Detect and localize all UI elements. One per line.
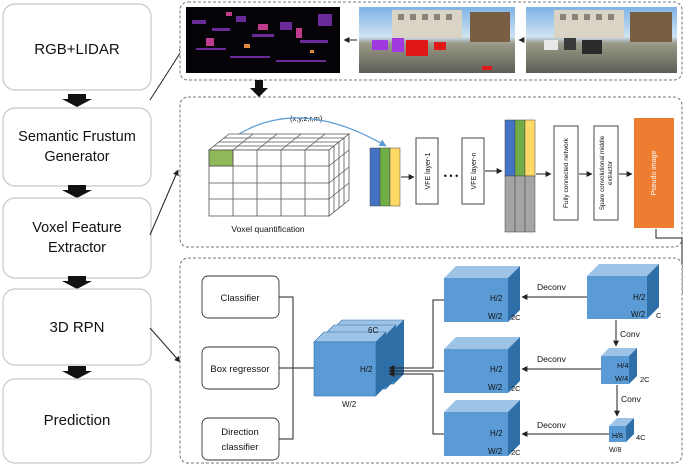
pseudo-image: Pseudo image xyxy=(634,118,674,228)
fully-connected-network: Fully connected network xyxy=(553,125,579,221)
svg-text:Direction: Direction xyxy=(221,427,259,438)
svg-text:W/2: W/2 xyxy=(631,310,646,319)
step-3-label-line1: Voxel Feature xyxy=(32,220,121,236)
svg-text:H/2: H/2 xyxy=(490,429,503,438)
lidar-pointcloud-image xyxy=(186,7,340,73)
svg-text:H/8: H/8 xyxy=(612,433,623,440)
svg-text:extractor: extractor xyxy=(607,161,614,185)
down-arrow-icon xyxy=(62,366,92,379)
svg-text:Spare convolutional middle: Spare convolutional middle xyxy=(599,135,606,210)
svg-text:H/2: H/2 xyxy=(490,365,503,374)
connector-arrow xyxy=(149,46,185,101)
voxel-grid xyxy=(207,133,351,217)
svg-text:Classifier: Classifier xyxy=(220,293,259,304)
svg-text:2C: 2C xyxy=(511,448,521,457)
step-2-label-line1: Semantic Frustum xyxy=(18,129,136,145)
flow-arrow xyxy=(388,371,444,435)
deconv-label-3: Deconv xyxy=(537,420,567,430)
deconv-label-2: Deconv xyxy=(537,354,567,364)
svg-text:6C: 6C xyxy=(368,326,378,335)
rgb-camera-image xyxy=(526,7,677,73)
conv-label-1: Conv xyxy=(620,329,641,339)
pipeline-step-1: RGB+LIDAR xyxy=(2,3,152,91)
svg-text:H/2: H/2 xyxy=(490,294,503,303)
encoder-block-1: H/2 W/2 C xyxy=(587,264,662,320)
deconv-label-1: Deconv xyxy=(537,282,567,292)
svg-text:2C: 2C xyxy=(640,375,650,384)
pipeline-step-4: 3D RPN xyxy=(2,288,152,366)
step-4-label: 3D RPN xyxy=(49,319,104,336)
voxel-label: Voxel quantification xyxy=(231,224,305,234)
svg-text:W/2: W/2 xyxy=(488,383,503,392)
segmented-camera-image xyxy=(359,7,515,73)
point-feature-stack xyxy=(369,147,401,207)
svg-text:W/2: W/2 xyxy=(488,447,503,456)
down-arrow-icon xyxy=(62,185,92,198)
svg-text:H/2: H/2 xyxy=(360,365,373,374)
pipeline-step-5: Prediction xyxy=(2,378,152,464)
vfe-layer-1: VFE layer-1 xyxy=(415,137,439,205)
step-2-label-line2: Generator xyxy=(44,149,109,165)
pipeline-step-2: Semantic Frustum Generator xyxy=(2,107,152,187)
svg-text:Pseudo image: Pseudo image xyxy=(651,151,658,196)
svg-text:4C: 4C xyxy=(636,433,646,442)
svg-text:classifier: classifier xyxy=(222,442,259,453)
encoder-block-3: H/8 W/8 4C xyxy=(609,418,646,454)
panel-rpn xyxy=(179,257,683,464)
encoder-block-2: H/4 W/4 2C xyxy=(601,348,650,384)
connector-arrow xyxy=(149,169,179,236)
step-1-label: RGB+LIDAR xyxy=(34,41,120,58)
svg-text:VFE layer-n: VFE layer-n xyxy=(471,152,478,189)
down-arrow-icon xyxy=(62,94,92,107)
svg-text:VFE layer-1: VFE layer-1 xyxy=(425,152,432,189)
svg-text:W/2: W/2 xyxy=(342,400,357,409)
deconv-block-1: H/2 W/2 2C xyxy=(444,266,521,322)
step-5-label: Prediction xyxy=(44,412,111,429)
deconv-block-3: H/2 W/2 2C xyxy=(444,400,521,457)
step-3-label-line2: Extractor xyxy=(48,240,106,256)
pipeline-step-3: Voxel Feature Extractor xyxy=(2,197,152,279)
concat-block: 6C H/2 W/2 xyxy=(313,319,405,409)
down-arrow-icon xyxy=(62,276,92,289)
deconv-block-2: H/2 W/2 2C xyxy=(444,337,521,393)
classifier-box: Classifier xyxy=(201,275,280,319)
svg-text:W/8: W/8 xyxy=(609,447,622,454)
down-arrow-icon xyxy=(250,80,268,97)
svg-text:Fully connected network: Fully connected network xyxy=(563,137,570,208)
voxel-feature-stack xyxy=(504,119,536,233)
svg-text:W/4: W/4 xyxy=(615,374,628,383)
sparse-conv-extractor: Spare convolutional middle extractor xyxy=(593,125,619,221)
box-regressor-box: Box regressor xyxy=(201,346,280,390)
svg-text:2C: 2C xyxy=(511,384,521,393)
svg-text:2C: 2C xyxy=(511,313,521,322)
svg-text:H/2: H/2 xyxy=(633,293,646,302)
flow-arrow xyxy=(388,299,444,371)
connector-arrow xyxy=(149,327,181,363)
ellipsis: • • • xyxy=(444,171,458,181)
svg-text:Box regressor: Box regressor xyxy=(210,364,269,375)
svg-text:W/2: W/2 xyxy=(488,312,503,321)
direction-classifier-box: Direction classifier xyxy=(201,417,280,461)
vfe-layer-n: VFE layer-n xyxy=(461,137,485,205)
svg-text:H/4: H/4 xyxy=(617,361,629,370)
conv-label-2: Conv xyxy=(621,394,642,404)
svg-text:C: C xyxy=(656,311,662,320)
